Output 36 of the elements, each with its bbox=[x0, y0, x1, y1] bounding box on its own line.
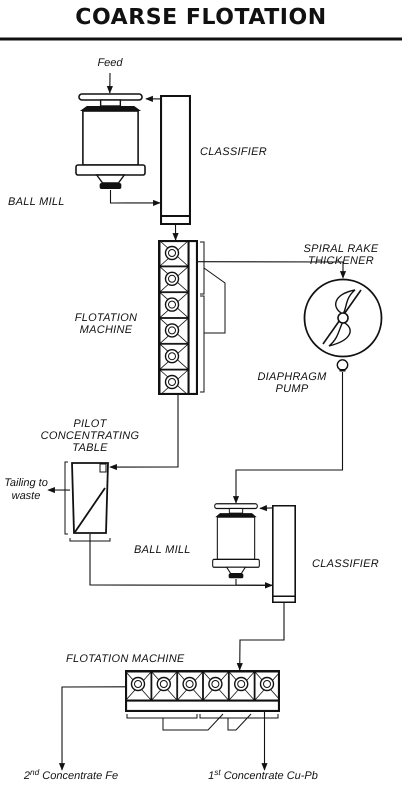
pump-circle bbox=[336, 359, 349, 372]
flow-arrow bbox=[58, 686, 125, 771]
flow-arrow bbox=[259, 505, 272, 512]
thickener-drawing bbox=[303, 278, 383, 358]
flow-arrow bbox=[145, 96, 160, 102]
stream-label: Feed bbox=[90, 57, 130, 73]
flow-arrow bbox=[235, 579, 273, 588]
stream-label: Tailing to waste bbox=[4, 477, 48, 503]
flow-arrow bbox=[172, 225, 179, 241]
equipment-label: FLOTATION MACHINE bbox=[66, 653, 185, 665]
title: COARSE FLOTATION bbox=[74, 4, 328, 32]
equipment-label: BALL MILL bbox=[134, 544, 191, 556]
equipment-label: DIAPHRAGM PUMP bbox=[256, 371, 328, 395]
equipment-label: SPIRAL RAKE THICKENER bbox=[302, 243, 380, 267]
flow-arrow bbox=[110, 190, 161, 206]
flotation-machine-drawing bbox=[158, 240, 198, 395]
flow-arrow bbox=[236, 603, 285, 671]
stream-label: 2$^{nd}$ Concentrate Fe bbox=[4, 770, 138, 788]
equipment-label: BALL MILL bbox=[8, 196, 65, 208]
classifier-box bbox=[272, 505, 296, 603]
equipment-label: PILOT CONCENTRATING TABLE bbox=[40, 418, 140, 454]
flow-arrow bbox=[106, 73, 113, 94]
flotation-machine-drawing bbox=[125, 670, 280, 712]
equipment-label: CLASSIFIER bbox=[200, 146, 267, 158]
ball-mill-drawing bbox=[75, 93, 146, 190]
ball-mill-drawing bbox=[212, 503, 260, 579]
flow-arrow bbox=[198, 261, 346, 279]
equipment-label: CLASSIFIER bbox=[312, 558, 379, 570]
flow-arrow bbox=[47, 486, 70, 494]
flow-arrow bbox=[261, 712, 268, 771]
flow-arrow bbox=[232, 372, 344, 504]
stream-label: 1$^{st}$ Concentrate Cu-Pb bbox=[188, 770, 338, 788]
equipment-label: FLOTATION MACHINE bbox=[74, 312, 138, 336]
classifier-box bbox=[160, 95, 191, 225]
concentrating-table-drawing bbox=[70, 462, 110, 534]
flow-arrow bbox=[109, 395, 179, 470]
